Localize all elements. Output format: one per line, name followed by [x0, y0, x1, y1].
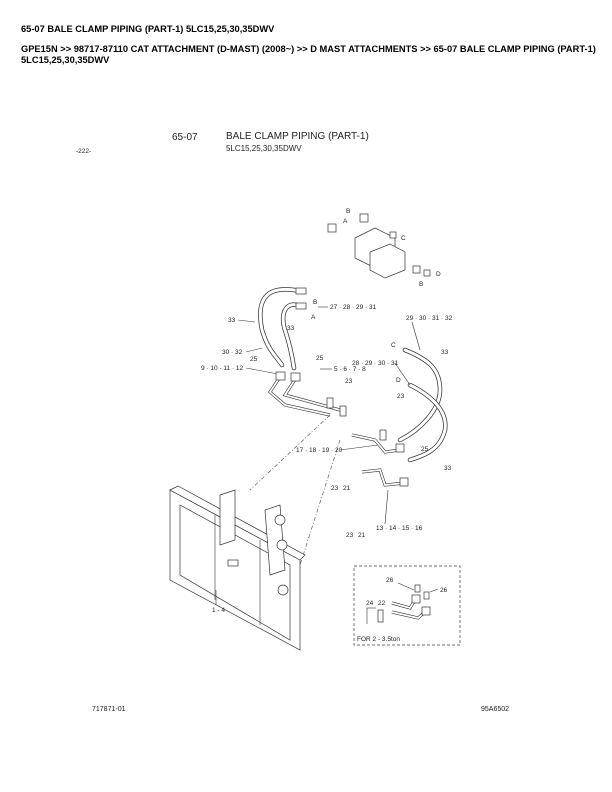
callout-5-6-7-8: 5 · 6 · 7 · 8 [334, 366, 366, 373]
callout-22: 22 [378, 600, 386, 607]
callout-25: 25 [250, 356, 258, 363]
port-label-b: B [313, 299, 317, 306]
pipes-middle [351, 429, 409, 487]
figure-code: 95A6502 [481, 706, 509, 713]
callout-21: 21 [358, 532, 366, 539]
carriage-frame [169, 485, 306, 651]
callout-26: 26 [386, 577, 394, 584]
diagram-title: BALE CLAMP PIPING (PART-1) [226, 131, 369, 142]
callout-25: 25 [421, 446, 429, 453]
callout-26: 26 [440, 587, 448, 594]
callout-33: 33 [444, 465, 452, 472]
breadcrumb: GPE15N >> 98717-87110 CAT ATTACHMENT (D-… [21, 44, 596, 65]
callout-33: 33 [228, 317, 236, 324]
port-label-d: D [396, 377, 401, 384]
valve-block [327, 213, 431, 279]
callout-23: 23 [397, 393, 405, 400]
diagram-models: 5LC15,25,30,35DWV [226, 144, 302, 153]
page-number: -222- [76, 148, 91, 155]
callout-28-29-30-31: 28 · 29 · 30 · 31 [352, 360, 399, 367]
port-label-c: C [391, 342, 396, 349]
callout-33: 33 [287, 325, 295, 332]
callout-30-32: 30 · 32 [222, 349, 243, 356]
port-label-d: D [436, 271, 441, 278]
inset-note: FOR 2 - 3.5ton [357, 636, 400, 643]
port-label-a: A [343, 218, 348, 225]
callout-27-28-29-31: 27 · 28 · 29 · 31 [330, 304, 377, 311]
callout-24: 24 [366, 600, 374, 607]
pipes-left [268, 371, 347, 417]
port-label-b: B [419, 281, 423, 288]
section-number: 65-07 [172, 132, 198, 143]
callout-21: 21 [343, 485, 351, 492]
callout-17-18-19-20: 17 · 18 · 19 · 20 [296, 447, 343, 454]
callout-23: 23 [346, 532, 354, 539]
callout-23: 23 [345, 378, 353, 385]
hoses-left [258, 287, 307, 371]
port-label-b: B [346, 208, 350, 215]
port-label-a: A [311, 314, 316, 321]
callout-23: 23 [331, 485, 339, 492]
callout-25: 25 [316, 355, 324, 362]
callout-13-14-15-16: 13 · 14 · 15 · 16 [376, 525, 423, 532]
callout-33: 33 [441, 349, 449, 356]
callout-9-10-11-12: 9 · 10 · 11 · 12 [201, 365, 244, 372]
hoses-right [397, 347, 448, 463]
callout-1-4: 1 - 4 [212, 607, 225, 614]
page-title: 65-07 BALE CLAMP PIPING (PART-1) 5LC15,2… [21, 24, 275, 34]
port-label-c: C [401, 235, 406, 242]
inset-detail [353, 565, 461, 646]
drawing-number: 717871-01 [92, 706, 126, 713]
callout-29-30-31-32: 29 · 30 · 31 · 32 [406, 315, 453, 322]
